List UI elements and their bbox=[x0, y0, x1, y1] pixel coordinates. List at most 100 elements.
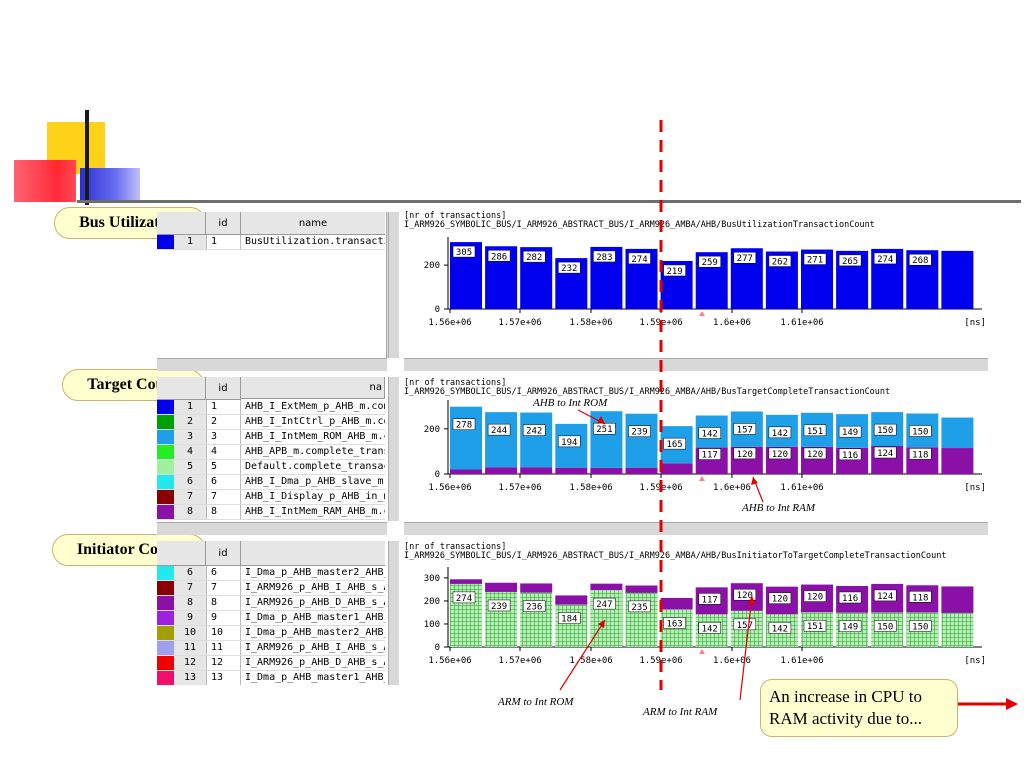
color-swatch[interactable] bbox=[157, 581, 174, 595]
color-swatch[interactable] bbox=[157, 490, 174, 504]
row-name: I_Dma_p_AHB_master2_AHB_ bbox=[245, 627, 385, 638]
color-swatch[interactable] bbox=[157, 445, 174, 459]
color-swatch[interactable] bbox=[157, 505, 174, 519]
data-label-box bbox=[768, 255, 792, 267]
bus-plot-vertical-scrollbar[interactable] bbox=[388, 212, 399, 358]
color-swatch[interactable] bbox=[157, 626, 174, 640]
data-label-box bbox=[663, 617, 686, 629]
data-label-box bbox=[909, 591, 932, 603]
id-column-header[interactable]: id bbox=[206, 212, 241, 235]
bus-plot-horizontal-scrollbar[interactable] bbox=[404, 358, 988, 371]
row-number: 8 bbox=[174, 596, 207, 610]
name-column-header[interactable] bbox=[241, 541, 385, 566]
color-swatch[interactable] bbox=[157, 430, 174, 444]
data-label: 283 bbox=[596, 253, 612, 263]
color-swatch[interactable] bbox=[157, 596, 174, 610]
data-label: 265 bbox=[842, 257, 858, 267]
initiator-plot-vertical-scrollbar[interactable] bbox=[388, 541, 399, 685]
row-name: BusUtilization.transactic bbox=[245, 236, 385, 247]
name-column-header[interactable]: na bbox=[241, 377, 385, 399]
data-label-box bbox=[768, 592, 792, 604]
x-tick-label: 1.56e+06 bbox=[428, 483, 471, 493]
color-swatch[interactable] bbox=[157, 415, 174, 429]
row-name: AHB_I_ExtMem_p_AHB_m.comp bbox=[245, 401, 385, 412]
bar bbox=[590, 583, 623, 591]
color-swatch[interactable] bbox=[157, 611, 174, 625]
row-number: 11 bbox=[174, 641, 207, 655]
data-label: 151 bbox=[807, 427, 823, 437]
row-id: 13 bbox=[207, 671, 241, 685]
id-column-header[interactable]: id bbox=[206, 377, 241, 400]
data-label-box bbox=[698, 255, 721, 268]
data-label-box bbox=[698, 593, 721, 605]
data-label-box bbox=[768, 426, 792, 439]
color-swatch[interactable] bbox=[157, 475, 174, 489]
plot-title: I_ARM926_SYMBOLIC_BUS/I_ARM926_ABSTRACT_… bbox=[404, 220, 875, 230]
bar bbox=[485, 582, 518, 592]
label-arm-int-rom: ARM to Int ROM bbox=[498, 696, 574, 708]
color-swatch[interactable] bbox=[157, 566, 174, 580]
data-label: 219 bbox=[666, 267, 682, 277]
x-tick-label: 1.61e+06 bbox=[780, 318, 823, 328]
data-label: 150 bbox=[912, 622, 928, 632]
x-tick-label: 1.56e+06 bbox=[428, 656, 471, 666]
target-plot-horizontal-scrollbar[interactable] bbox=[404, 522, 988, 535]
bar bbox=[450, 579, 482, 584]
color-swatch[interactable] bbox=[157, 641, 174, 655]
data-label: 150 bbox=[912, 427, 928, 437]
data-label: 118 bbox=[912, 450, 928, 460]
bar bbox=[941, 448, 974, 474]
row-name: I_Dma_p_AHB_master1_AHB_ bbox=[245, 612, 385, 623]
id-column-header[interactable]: id bbox=[206, 541, 241, 566]
name-column-header[interactable]: name bbox=[241, 212, 385, 235]
x-tick-label: 1.58e+06 bbox=[569, 656, 612, 666]
row-number: 5 bbox=[174, 460, 207, 474]
data-label-box bbox=[733, 423, 757, 435]
row-number: 2 bbox=[174, 415, 207, 429]
bar bbox=[555, 604, 588, 647]
color-swatch[interactable] bbox=[157, 235, 174, 249]
data-label: 165 bbox=[666, 440, 682, 450]
data-label: 142 bbox=[702, 624, 718, 634]
color-swatch[interactable] bbox=[157, 400, 174, 414]
data-label-box bbox=[452, 418, 476, 430]
arrowhead-note-right bbox=[1006, 698, 1018, 710]
target-plot-vertical-scrollbar[interactable] bbox=[388, 377, 399, 521]
target-table-horizontal-scrollbar[interactable] bbox=[157, 522, 387, 535]
data-label: 142 bbox=[772, 429, 788, 439]
row-number: 8 bbox=[174, 505, 207, 519]
color-swatch[interactable] bbox=[157, 656, 174, 670]
row-name: I_ARM926_p_AHB_D_AHB_s_A bbox=[245, 597, 385, 608]
bus-table-horizontal-scrollbar[interactable] bbox=[157, 358, 387, 371]
bar bbox=[941, 250, 974, 309]
row-id: 6 bbox=[207, 566, 241, 580]
label-arm-int-ram: ARM to Int RAM bbox=[643, 706, 718, 718]
x-tick-label: 1.6e+06 bbox=[713, 318, 751, 328]
x-axis-unit: [ns] bbox=[964, 318, 986, 328]
x-tick-label: 1.58e+06 bbox=[569, 318, 612, 328]
data-label-box bbox=[803, 619, 827, 632]
color-swatch[interactable] bbox=[157, 460, 174, 474]
row-name: Default.complete_transact bbox=[245, 461, 385, 472]
bar bbox=[625, 413, 658, 468]
color-swatch[interactable] bbox=[157, 671, 174, 685]
row-number: 10 bbox=[174, 626, 207, 640]
bar bbox=[590, 411, 623, 468]
